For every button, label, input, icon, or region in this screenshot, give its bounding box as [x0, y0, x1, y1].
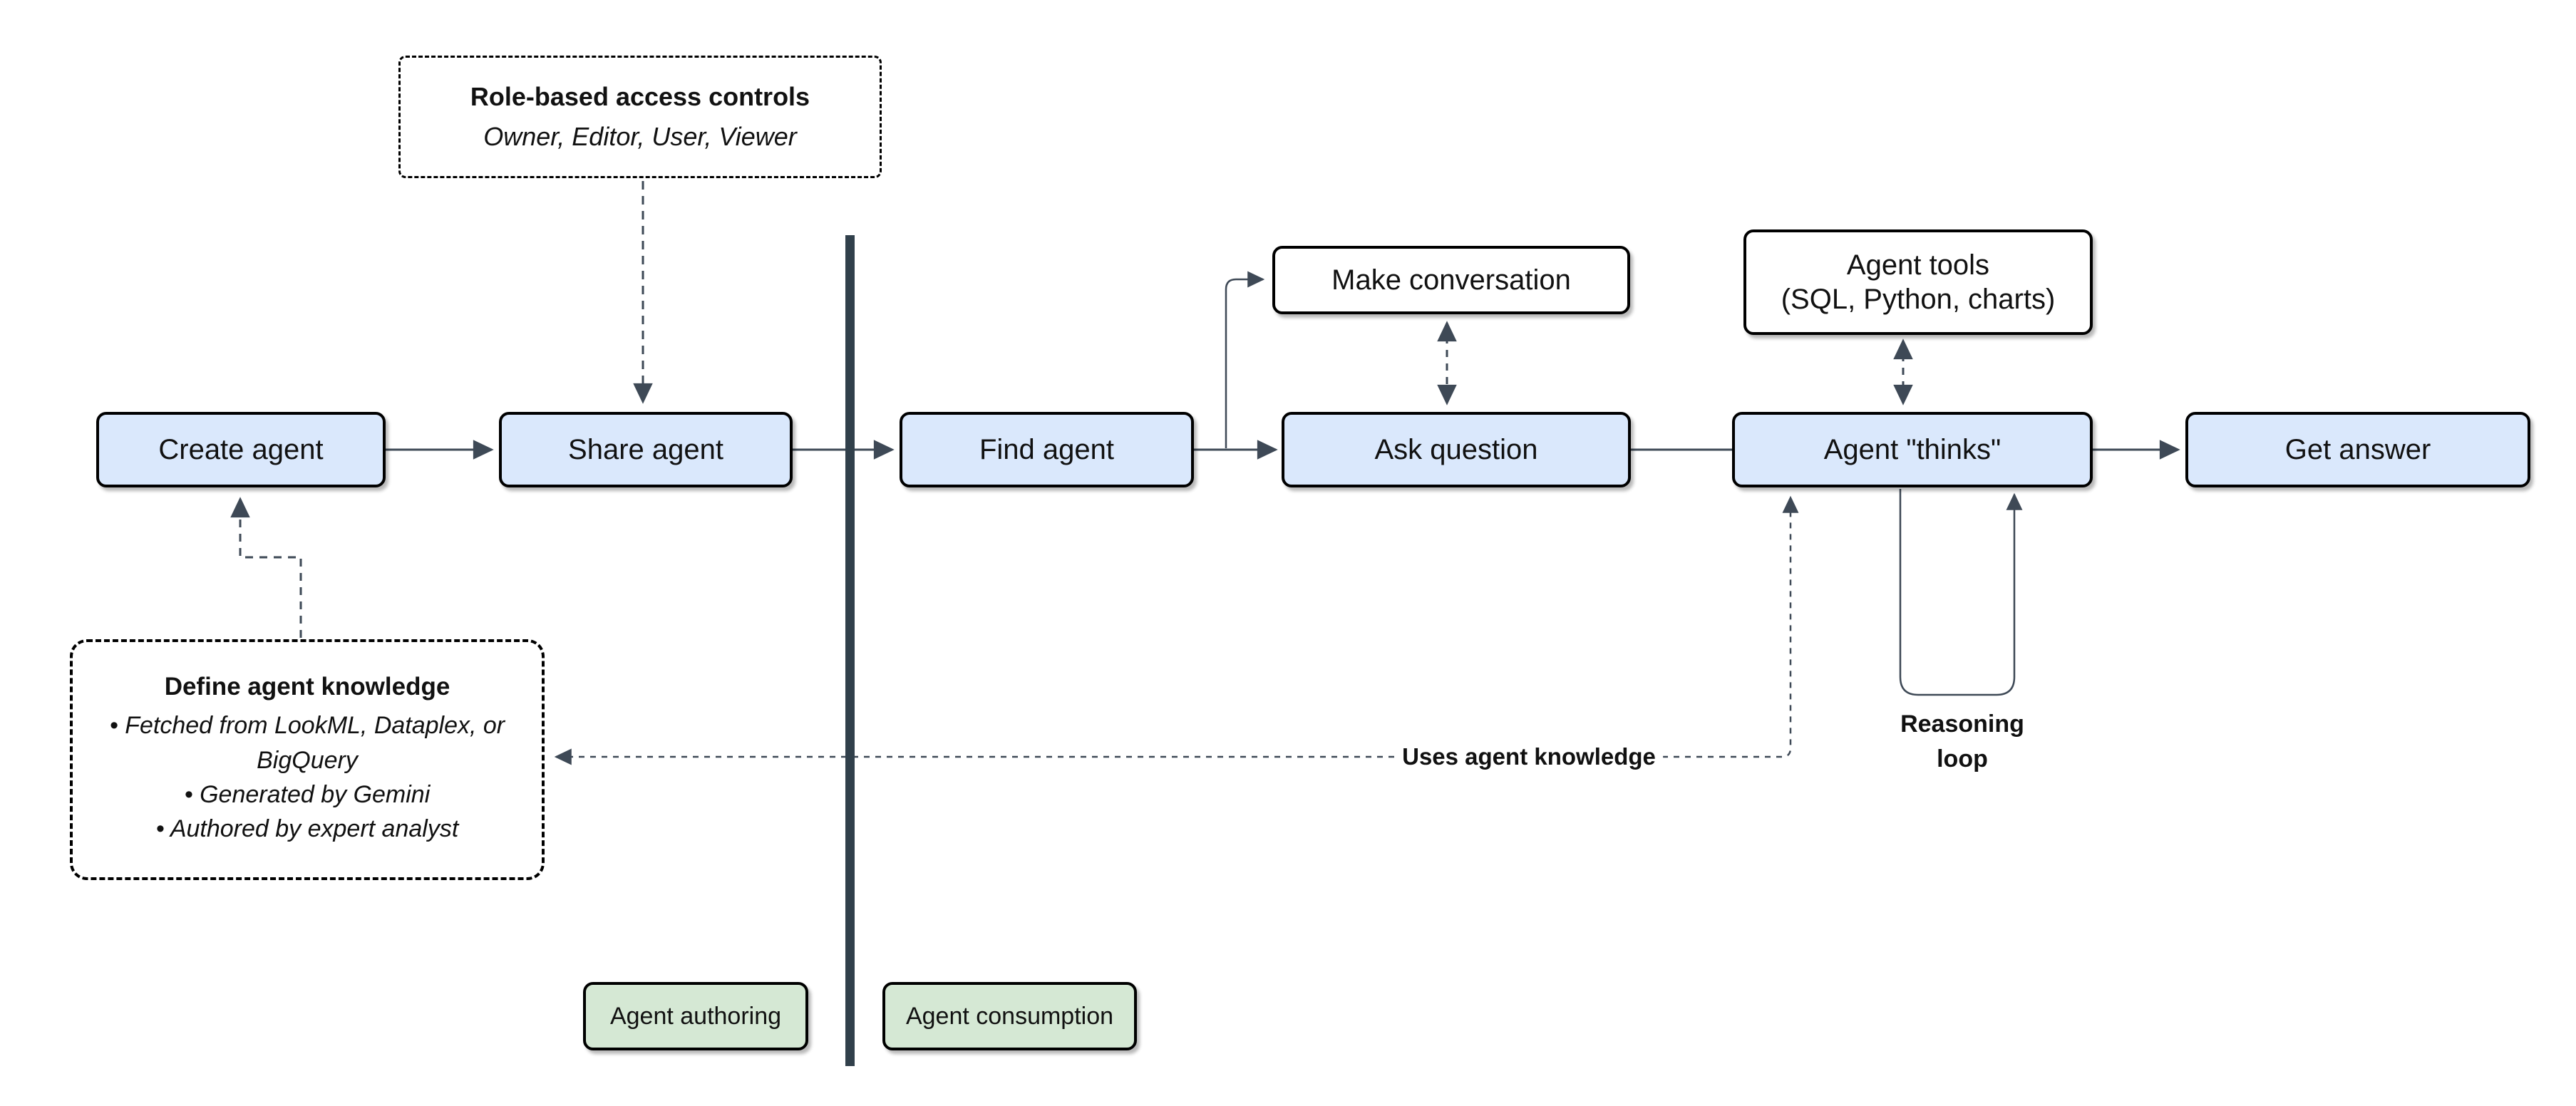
connector-uses-agent-knowledge — [554, 495, 1799, 765]
node-make-conversation-label: Make conversation — [1331, 264, 1571, 296]
tag-agent-consumption-label: Agent consumption — [905, 1002, 1114, 1030]
node-ask-question-label: Ask question — [1374, 434, 1538, 465]
connector-knowledge-to-create — [230, 497, 302, 638]
node-agent-tools-line2: (SQL, Python, charts) — [1781, 284, 2056, 315]
note-define-knowledge-title: Define agent knowledge — [164, 673, 450, 701]
connector-reasoning-loop — [1899, 489, 2023, 696]
node-agent-thinks: Agent "thinks" — [1732, 412, 2093, 487]
node-agent-tools: Agent tools (SQL, Python, charts) — [1743, 229, 2093, 335]
connector-find-to-make-conversation — [1225, 271, 1265, 448]
node-agent-tools-line1: Agent tools — [1846, 249, 1990, 281]
tag-agent-consumption: Agent consumption — [882, 982, 1137, 1050]
node-get-answer: Get answer — [2185, 412, 2530, 487]
node-find-agent: Find agent — [900, 412, 1194, 487]
tag-agent-authoring-label: Agent authoring — [609, 1002, 782, 1030]
note-role-based-access: Role-based access controls Owner, Editor… — [398, 56, 882, 178]
knowledge-bullet-analyst: Authored by expert analyst — [108, 812, 507, 846]
node-share-agent-label: Share agent — [568, 434, 723, 465]
note-define-knowledge-bullets: Fetched from LookML, Dataplex, or BigQue… — [108, 708, 507, 846]
node-create-agent-label: Create agent — [158, 434, 324, 465]
uses-agent-knowledge-label: Uses agent knowledge — [1395, 743, 1663, 770]
node-share-agent: Share agent — [499, 412, 793, 487]
node-create-agent: Create agent — [96, 412, 386, 487]
knowledge-bullet-gemini: Generated by Gemini — [108, 777, 507, 812]
note-role-based-title: Role-based access controls — [470, 82, 810, 111]
reasoning-loop-label: Reasoning loop — [1900, 710, 2024, 773]
note-define-agent-knowledge: Define agent knowledge Fetched from Look… — [70, 639, 545, 880]
tag-agent-authoring: Agent authoring — [583, 982, 808, 1050]
note-role-based-roles: Owner, Editor, User, Viewer — [483, 122, 797, 151]
node-ask-question: Ask question — [1282, 412, 1631, 487]
node-find-agent-label: Find agent — [979, 434, 1115, 465]
phase-divider — [845, 235, 855, 1066]
node-make-conversation: Make conversation — [1272, 246, 1630, 314]
knowledge-bullet-sources: Fetched from LookML, Dataplex, or BigQue… — [108, 708, 507, 777]
node-agent-thinks-label: Agent "thinks" — [1823, 434, 2001, 465]
node-get-answer-label: Get answer — [2284, 434, 2431, 465]
